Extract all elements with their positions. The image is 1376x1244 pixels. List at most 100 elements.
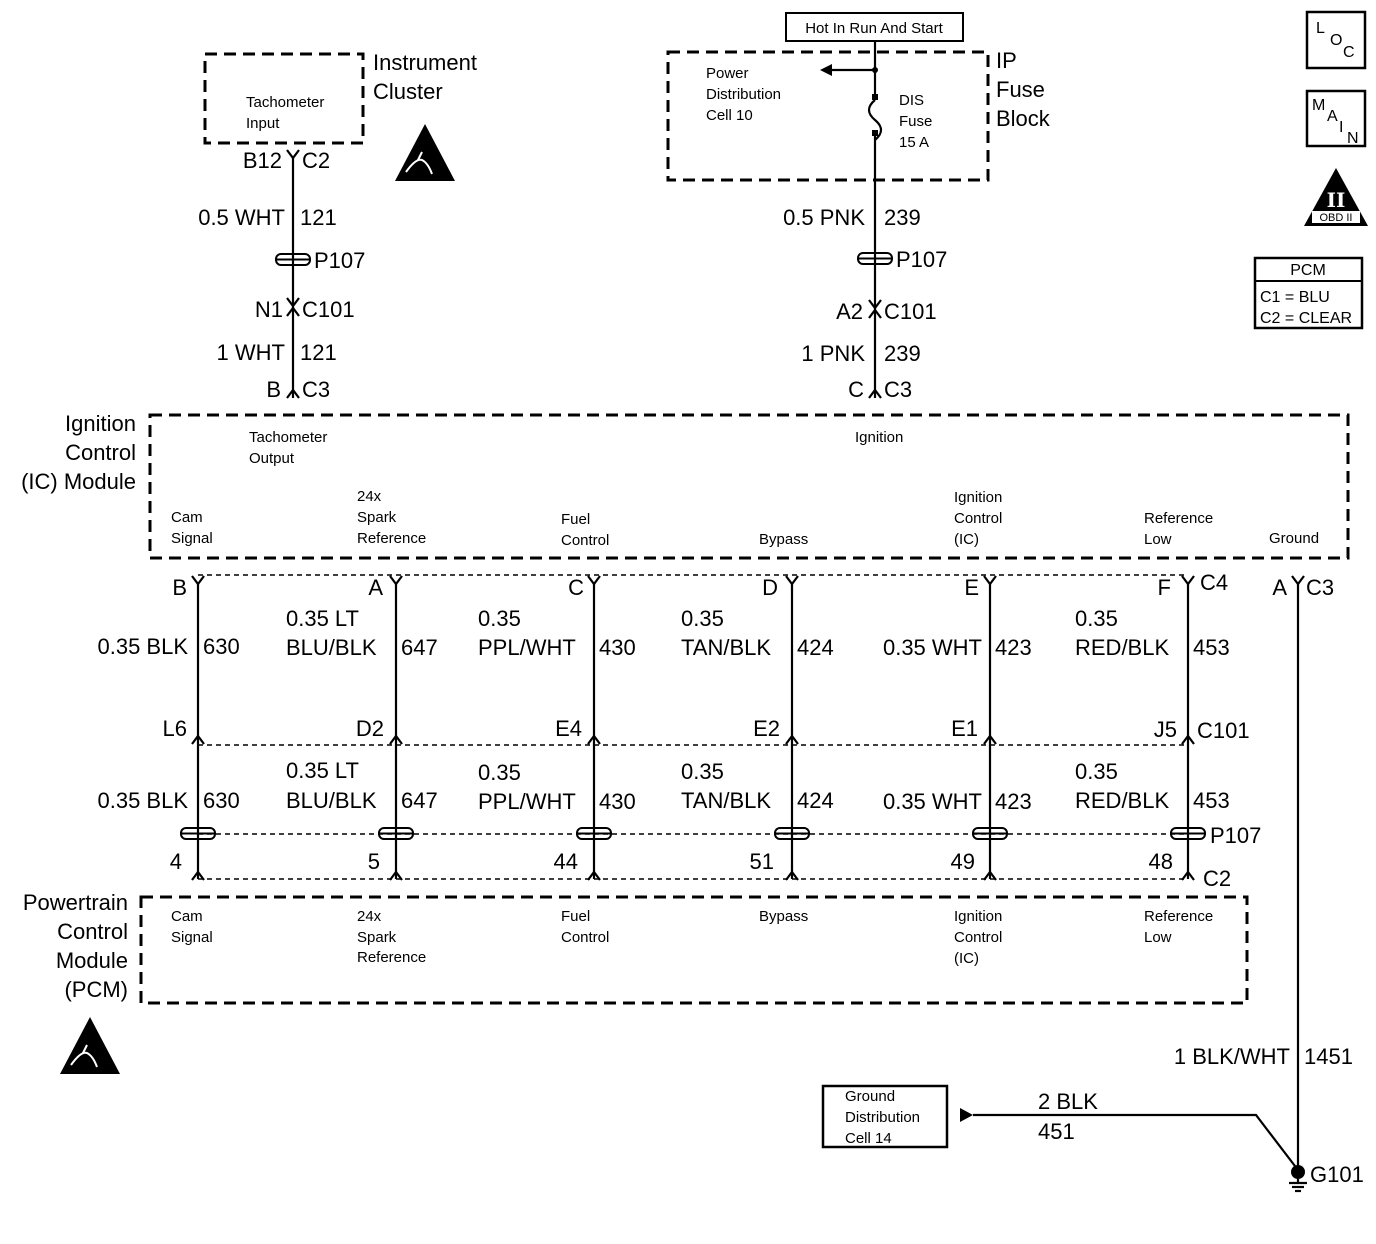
circuit-label: Fuel (561, 511, 590, 528)
circuit-label: Ignition (954, 908, 1002, 925)
connector-c101-symbol (868, 299, 882, 319)
circuit-label: Reference (357, 530, 426, 547)
circuit-label: 24x (357, 488, 382, 505)
circuit-label: Reference (1144, 908, 1213, 925)
fuse-label: Fuse (899, 113, 932, 130)
pcm-name: Powertrain (23, 890, 128, 915)
connector-name: C4 (1200, 570, 1228, 595)
connector-pin: L6 (163, 716, 187, 741)
ground-distribution-label: Cell 14 (845, 1130, 892, 1147)
arrow-icon (960, 1108, 973, 1122)
wire-color: 1 PNK (801, 341, 865, 366)
wire-color: 0.35 WHT (883, 635, 982, 660)
svg-text:I: I (1339, 119, 1343, 136)
wire-color: BLU/BLK (286, 788, 377, 813)
connector-c3-symbol (286, 388, 300, 399)
wire-color: 0.35 LT (286, 606, 359, 631)
circuit-label: Reference (357, 949, 426, 966)
svg-text:N: N (1347, 130, 1359, 147)
circuit-number: 453 (1193, 788, 1230, 813)
circuit-label: Control (954, 510, 1002, 527)
esd-warning-icon (60, 1017, 120, 1074)
ip-fuse-block-box (666, 50, 990, 182)
connector-name: C3 (1306, 575, 1334, 600)
circuit-number: 239 (884, 341, 921, 366)
svg-text:PCM: PCM (1290, 262, 1326, 279)
splice-p107 (275, 253, 311, 266)
svg-text:M: M (1312, 97, 1325, 114)
wire-color: 0.35 BLK (97, 788, 188, 813)
circuit-label: Spark (357, 509, 397, 526)
connector-pin: D (762, 575, 778, 600)
circuit-label: Fuel (561, 908, 590, 925)
wire-color: 1 WHT (217, 340, 285, 365)
connector-c3-symbol (868, 388, 882, 399)
fuse-block-name: IP (996, 48, 1017, 73)
circuit-label: Low (1144, 531, 1172, 548)
power-source-label: Hot In Run And Start (805, 20, 943, 37)
wire-color: 0.35 (1075, 759, 1118, 784)
connector-pin: B (172, 575, 187, 600)
ic-module-name: Control (65, 440, 136, 465)
circuit-label: Signal (171, 929, 213, 946)
circuit-label: Cam (171, 908, 203, 925)
connector-pin: E2 (753, 716, 780, 741)
connector-pin: E4 (555, 716, 582, 741)
circuit-number: 647 (401, 788, 438, 813)
tachometer-input-label: Input (246, 115, 280, 132)
tachometer-input-label: Tachometer (246, 94, 324, 111)
circuit-label: Cam (171, 509, 203, 526)
ignition-label: Ignition (855, 429, 903, 446)
power-distribution-label: Power (706, 65, 749, 82)
svg-text:C: C (1343, 44, 1355, 61)
connector-name: C101 (884, 299, 937, 324)
obd-ii-icon: II OBD II (1304, 168, 1368, 226)
fuse-block-name: Block (996, 106, 1051, 131)
pcm-name: (PCM) (64, 977, 128, 1002)
circuit-label: Signal (171, 530, 213, 547)
circuit-label: Bypass (759, 908, 808, 925)
connector-pin: 51 (750, 849, 774, 874)
instrument-cluster-box (203, 52, 365, 145)
connector-pin: A2 (836, 299, 863, 324)
wire-color: RED/BLK (1075, 635, 1169, 660)
connector-c101-symbol (286, 297, 300, 317)
splice-p107 (857, 252, 893, 265)
connector-pin: 49 (951, 849, 975, 874)
circuit-label: Control (561, 929, 609, 946)
connector-pin: J5 (1154, 717, 1177, 742)
wire-451 (973, 1113, 1299, 1171)
circuit-number: 121 (300, 205, 337, 230)
wire-color: 2 BLK (1038, 1089, 1098, 1114)
connector-name: C2 (302, 148, 330, 173)
connector-name: C101 (302, 297, 355, 322)
power-distribution-label: Distribution (706, 86, 781, 103)
main-icon: M A I N (1305, 89, 1367, 148)
circuit-column (378, 575, 414, 881)
svg-text:A: A (1327, 108, 1338, 125)
wire-color: 0.5 WHT (198, 205, 285, 230)
svg-text:C1 = BLU: C1 = BLU (1260, 289, 1330, 306)
wire-color: 0.35 (1075, 606, 1118, 631)
wire-color: 0.35 BLK (97, 634, 188, 659)
ic-module-name: (IC) Module (21, 469, 136, 494)
connector-c2-symbol (286, 149, 300, 160)
circuit-label: (IC) (954, 950, 979, 967)
circuit-number: 451 (1038, 1119, 1075, 1144)
loc-icon: L O C (1305, 10, 1367, 70)
circuit-number: 647 (401, 635, 438, 660)
pcm-box (139, 895, 1249, 1005)
connector-c3-symbol (1291, 575, 1305, 586)
svg-text:C2 = CLEAR: C2 = CLEAR (1260, 310, 1352, 327)
svg-text:O: O (1330, 32, 1342, 49)
circuit-label: Reference (1144, 510, 1213, 527)
connector-pin: F (1158, 575, 1171, 600)
instrument-cluster-name: Cluster (373, 79, 443, 104)
ground-distribution-box (821, 1084, 949, 1149)
svg-text:OBD II: OBD II (1319, 212, 1352, 224)
pcm-connector-legend: PCM C1 = BLU C2 = CLEAR (1253, 256, 1364, 330)
ground-distribution-label: Ground (845, 1088, 895, 1105)
ground-icon (1289, 1165, 1307, 1193)
connector-pin: A (1272, 575, 1287, 600)
circuit-number: 430 (599, 789, 636, 814)
